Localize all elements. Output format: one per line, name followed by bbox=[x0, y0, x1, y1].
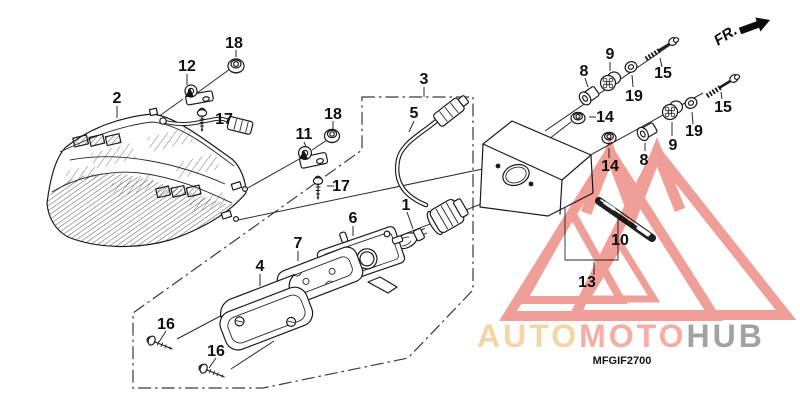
part-14-nut-a bbox=[570, 111, 586, 125]
taillight-body bbox=[479, 120, 594, 217]
part-label-4: 4 bbox=[256, 258, 265, 275]
part-label-8: 8 bbox=[640, 152, 649, 169]
assembly-boundary bbox=[132, 96, 474, 389]
part-5-wire bbox=[394, 95, 470, 208]
part-2-taillight-lens bbox=[46, 107, 254, 248]
watermark-text-moto: MOTO bbox=[579, 318, 686, 354]
part-label-15: 15 bbox=[654, 65, 672, 82]
part-14-nut-b bbox=[601, 131, 617, 145]
lens-harness-wire bbox=[159, 116, 254, 135]
part-19-washer-a bbox=[624, 61, 638, 73]
part-label-12: 12 bbox=[178, 58, 196, 75]
watermark-text: AUTOMOTOHUB bbox=[477, 318, 765, 354]
part-16-screw-a bbox=[146, 335, 174, 350]
part-label-8: 8 bbox=[580, 63, 589, 80]
watermark: AUTOMOTOHUB bbox=[477, 136, 797, 354]
part-18-nut-a bbox=[227, 58, 245, 74]
part-label-9: 9 bbox=[669, 137, 678, 154]
part-label-15: 15 bbox=[714, 99, 732, 116]
bulb-socket bbox=[426, 198, 469, 236]
part-label-16: 16 bbox=[157, 316, 175, 333]
part-label-5: 5 bbox=[410, 105, 419, 122]
part-15-screw-b bbox=[705, 74, 741, 99]
part-label-1: 1 bbox=[402, 197, 411, 214]
part-label-19: 19 bbox=[685, 123, 703, 140]
lens-harness-coupler bbox=[226, 116, 254, 135]
part-19-washer-b bbox=[684, 97, 698, 109]
fr-marker: FR. bbox=[711, 17, 771, 49]
part-15-screw-a bbox=[644, 37, 680, 62]
part-9-grommet-b bbox=[661, 100, 684, 121]
part-label-6: 6 bbox=[349, 210, 358, 227]
part-label-18: 18 bbox=[225, 35, 243, 52]
diagram-code: MFGIF2700 bbox=[593, 355, 652, 367]
lens-hatch-band bbox=[47, 173, 241, 247]
part-17-screw-a bbox=[196, 107, 208, 133]
part-label-14: 14 bbox=[596, 109, 614, 126]
part-16-screw-b bbox=[198, 363, 226, 378]
part-label-2: 2 bbox=[113, 90, 122, 107]
lens-hatch-patches bbox=[64, 126, 228, 214]
lens-vent-grid-2 bbox=[155, 184, 202, 199]
part-4-housing bbox=[219, 273, 314, 351]
watermark-text-auto: AUTO bbox=[477, 318, 579, 354]
part-label-19: 19 bbox=[625, 88, 643, 105]
fr-label: FR. bbox=[711, 22, 741, 49]
part-17-screw-b bbox=[312, 175, 324, 201]
part-label-18: 18 bbox=[324, 106, 342, 123]
watermark-text-hub: HUB bbox=[686, 318, 764, 354]
part-8-collar-a bbox=[578, 86, 600, 106]
part-9-grommet-a bbox=[599, 71, 622, 92]
part-label-17: 17 bbox=[332, 178, 350, 195]
part-label-9: 9 bbox=[606, 46, 615, 63]
base-foot bbox=[367, 276, 398, 294]
part-label-3: 3 bbox=[420, 71, 429, 88]
lens-studs bbox=[148, 107, 249, 223]
lens-vent-grid-1 bbox=[72, 133, 122, 148]
part-label-16: 16 bbox=[207, 343, 225, 360]
fr-arrow-icon bbox=[738, 17, 771, 35]
part-8-collar-b bbox=[636, 122, 658, 142]
part-label-17: 17 bbox=[215, 111, 233, 128]
part-18-nut-b bbox=[323, 128, 341, 144]
part-label-11: 11 bbox=[296, 126, 313, 143]
part-label-7: 7 bbox=[294, 235, 303, 252]
part-12-bracket bbox=[184, 84, 214, 106]
watermark-triangle-logo bbox=[499, 136, 797, 321]
part-11-bracket bbox=[298, 146, 329, 169]
wire-connector bbox=[433, 95, 470, 127]
